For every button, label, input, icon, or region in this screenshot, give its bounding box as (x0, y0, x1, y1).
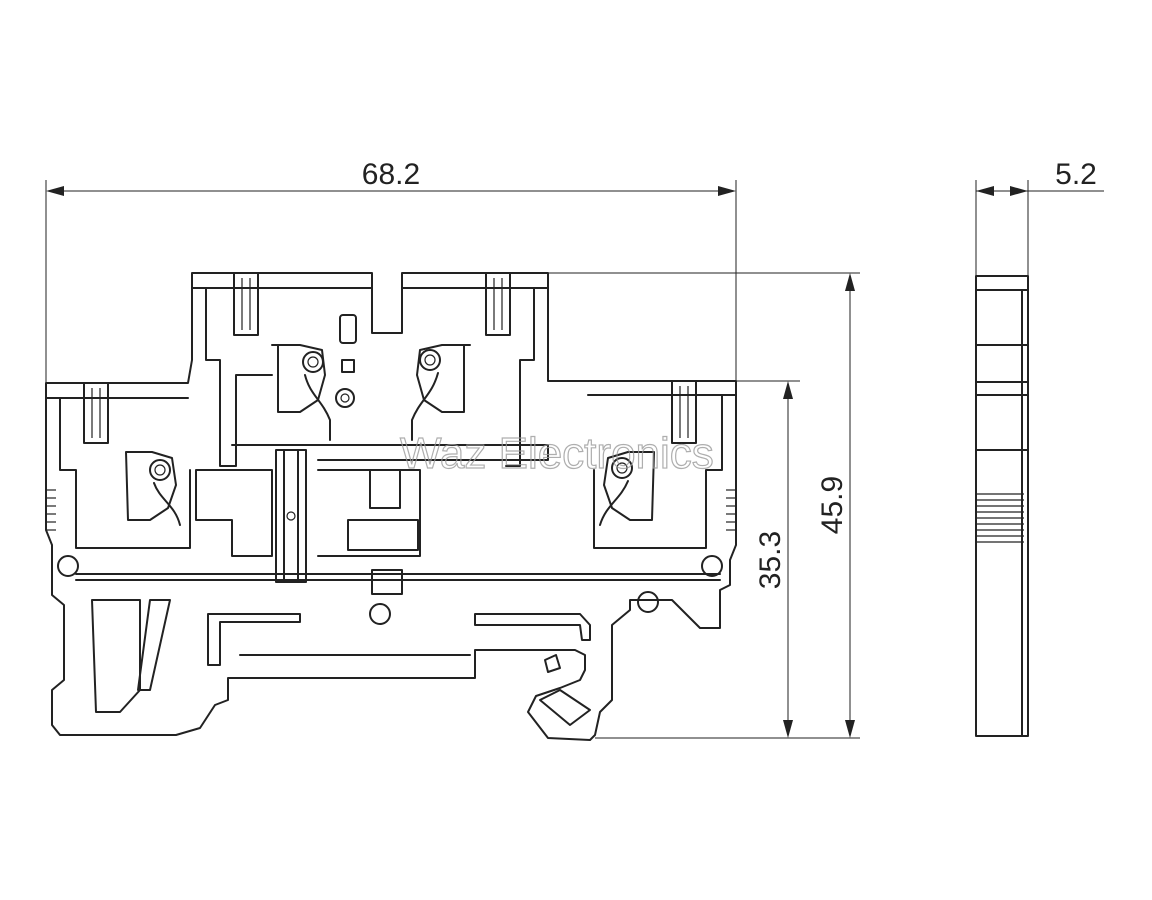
lower-left-chamber (59, 397, 191, 549)
center-square (341, 359, 355, 373)
right-ribbed-grip (726, 489, 736, 531)
side-ribbed-grip (976, 493, 1024, 543)
front-view (45, 272, 737, 741)
dimension-width-total-label: 68.2 (362, 158, 420, 191)
jumper-channel (275, 449, 307, 583)
dimension-thickness: 5.2 (975, 158, 1104, 276)
upper-left-wall (205, 287, 273, 467)
test-socket-slot (339, 314, 357, 344)
dimension-height-rail-label: 35.3 (754, 531, 787, 589)
busbar-upper (231, 444, 549, 461)
latch-tab (544, 654, 561, 673)
marker-slot-lower-right (671, 380, 697, 444)
left-foot-slot (137, 599, 171, 691)
upper-right-wall (505, 287, 535, 467)
upper-left-spring-clamp (271, 344, 331, 441)
rail-channel-left (207, 613, 301, 666)
upper-right-spring-clamp (411, 344, 471, 441)
dimension-height-total-label: 45.9 (816, 476, 849, 534)
lower-left-spring-clamp (125, 451, 181, 526)
dimension-width-total: 68.2 (45, 158, 737, 383)
latch-grip (539, 689, 591, 726)
side-view (975, 275, 1029, 737)
left-inner-pocket (195, 469, 273, 557)
dimension-height-total: 45.9 (548, 272, 860, 739)
center-link (347, 519, 419, 551)
front-view-outline (45, 272, 737, 741)
watermark-text: Waz Electronics (400, 429, 714, 478)
center-tab (371, 569, 403, 595)
marker-slot-upper-left (233, 272, 259, 336)
rail-channel-right (474, 613, 591, 641)
left-locking-hole (57, 555, 79, 577)
dimension-thickness-label: 5.2 (1055, 158, 1097, 191)
dimension-height-rail: 35.3 (736, 380, 800, 738)
left-foot-opening (91, 599, 141, 713)
marker-slot-upper-right (485, 272, 511, 336)
lower-right-chamber (593, 394, 723, 549)
marker-slots (83, 272, 697, 444)
right-base-hole (637, 591, 659, 613)
left-ribbed-grip (46, 489, 56, 531)
lower-right-spring-clamp (599, 451, 655, 526)
center-base-hole (369, 603, 391, 625)
center-screw (335, 388, 355, 408)
center-pocket-insert (369, 469, 401, 509)
right-locking-hole (701, 555, 723, 577)
marker-slot-lower-left (83, 382, 109, 444)
